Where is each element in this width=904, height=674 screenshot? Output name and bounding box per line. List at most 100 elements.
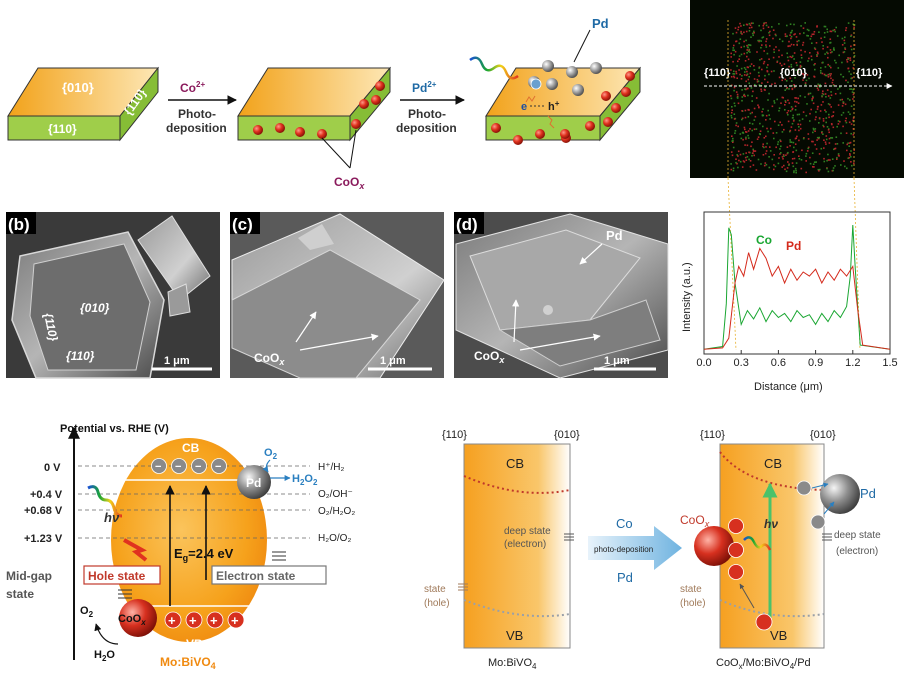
eds-pixel: [749, 65, 751, 68]
eds-pixel: [776, 98, 778, 101]
eds-pixel: [754, 150, 757, 152]
eds-pixel: [743, 93, 746, 96]
eds-pixel: [771, 158, 774, 161]
eds-pixel: [757, 71, 760, 74]
eds-pixel: [839, 92, 842, 95]
eds-pixel: [735, 70, 737, 73]
eds-pixel: [793, 52, 796, 54]
eds-pixel: [758, 40, 760, 43]
sem-c-scale: 1 μm: [380, 355, 406, 367]
eds-pixel: [732, 141, 734, 143]
eds-pixel: [732, 60, 734, 63]
eds-pixel: [730, 116, 733, 119]
eds-pixel: [825, 135, 828, 137]
band-left-state-1: state: [424, 584, 446, 595]
eds-pixel: [774, 33, 777, 36]
eds-pixel: [825, 121, 827, 124]
eds-pixel: [795, 162, 798, 164]
eds-pixel: [840, 164, 842, 166]
level-3-couple: H₂O/O₂: [318, 533, 351, 544]
eds-pixel: [745, 30, 748, 33]
eds-pixel: [830, 106, 832, 108]
eds-pixel: [823, 147, 825, 149]
eds-pixel: [739, 22, 741, 25]
x-tick-label: 1.5: [882, 357, 897, 369]
eds-pixel: [841, 44, 844, 46]
eds-pixel: [852, 23, 855, 25]
eds-pixel: [790, 35, 793, 38]
eds-pixel: [829, 49, 832, 51]
eds-pixel: [784, 101, 787, 103]
eds-pixel: [789, 130, 791, 133]
eds-pixel: [789, 139, 791, 141]
eds-pixel: [803, 73, 805, 76]
eds-pixel: [799, 95, 802, 97]
eds-pixel: [741, 110, 743, 112]
eds-pixel: [743, 45, 745, 48]
eds-pixel: [794, 77, 796, 79]
eds-pixel: [814, 68, 816, 71]
eds-pixel: [734, 130, 737, 132]
electron-a: e: [521, 101, 527, 113]
eds-pixel: [833, 49, 835, 51]
eds-pixel: [759, 130, 762, 132]
eds-pixel: [798, 158, 801, 160]
eds-pixel: [803, 32, 805, 34]
eds-pixel: [835, 26, 837, 29]
eds-pixel: [779, 62, 781, 65]
eds-pixel: [798, 126, 800, 128]
eds-pixel: [784, 35, 787, 37]
eds-pixel: [758, 39, 761, 42]
eds-pixel: [816, 139, 818, 141]
eds-pixel: [740, 78, 743, 80]
eds-pixel: [773, 70, 775, 72]
eds-pixel: [833, 47, 835, 49]
potential-level-3: +1.23 V H₂O/O₂: [24, 533, 351, 545]
eds-pixel: [774, 165, 777, 168]
eds-pixel: [780, 140, 782, 143]
step1-arrow: Co2+ Photo- deposition: [166, 80, 237, 135]
coox-cocatalyst: [119, 599, 157, 637]
eds-pixel: [747, 116, 750, 118]
eds-pixel: [734, 27, 737, 29]
eds-pixel: [842, 142, 844, 144]
eds-pixel: [730, 168, 733, 171]
eds-pixel: [765, 46, 768, 48]
transform-middle: photo-deposition: [594, 545, 653, 554]
eds-pixel: [742, 160, 745, 162]
band-right-vb: VB: [770, 628, 787, 643]
eds-pixel: [784, 168, 786, 171]
eds-pixel: [851, 91, 854, 93]
eds-pixel: [763, 23, 765, 25]
eds-pixel: [784, 100, 787, 102]
eds-pixel: [743, 40, 745, 43]
eds-pixel: [833, 148, 835, 151]
band-right-facet-left: {110}: [700, 429, 725, 441]
eds-pixel: [787, 151, 789, 154]
eds-pixel: [783, 164, 785, 167]
eds-pixel: [735, 161, 737, 164]
eds-pixel: [737, 26, 740, 28]
eds-pixel: [850, 48, 853, 51]
eds-pixel: [799, 66, 802, 68]
eds-pixel: [775, 46, 777, 48]
eds-pixel: [743, 94, 745, 97]
eds-pixel: [802, 41, 805, 44]
eds-pixel: [821, 92, 824, 95]
eds-pixel: [803, 75, 806, 78]
panel-a-schematic: {010} {110} {110} Co2+ Photo- deposition: [7, 16, 642, 191]
eds-pixel: [766, 127, 768, 130]
mid-gap-line1: Mid-gap: [6, 569, 52, 583]
eds-pixel: [809, 38, 812, 40]
eds-pixel: [794, 105, 797, 108]
eds-pixel: [800, 65, 803, 68]
eds-pixel: [816, 87, 819, 89]
eds-pixel: [747, 50, 750, 53]
eds-pixel: [847, 142, 849, 144]
eds-pixel: [744, 88, 746, 90]
eds-pixel: [733, 102, 736, 105]
x-tick-label: 0.3: [734, 357, 749, 369]
eds-pixel: [761, 82, 763, 84]
eds-pixel: [798, 39, 800, 42]
eds-pixel: [748, 22, 751, 25]
